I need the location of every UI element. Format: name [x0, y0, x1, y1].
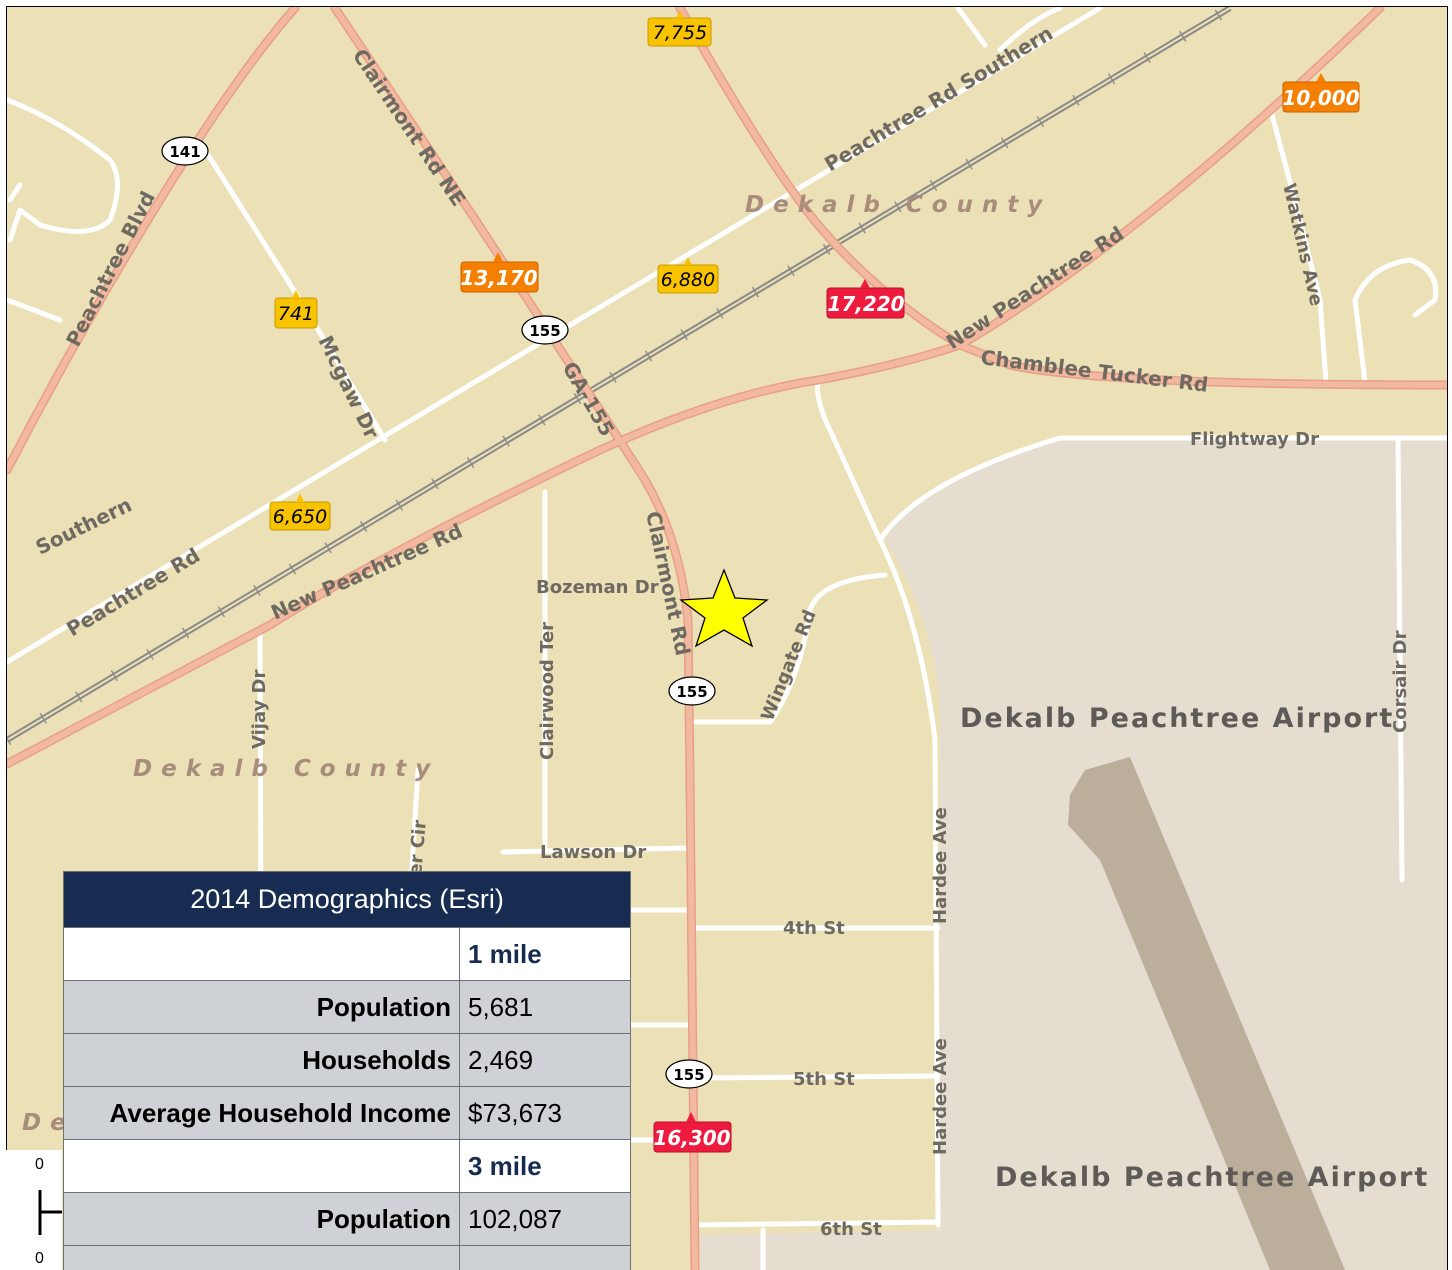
scale-label: 0 — [35, 1156, 44, 1173]
traffic-count-value: 6,650 — [273, 506, 327, 528]
table-row: Households 2,469 — [63, 1033, 631, 1087]
shield-number: 155 — [673, 1066, 704, 1084]
table-row: Average Household Income $73,673 — [63, 1086, 631, 1140]
traffic-count-value: 17,220 — [827, 292, 904, 316]
row-value — [459, 1245, 631, 1270]
road-label: Bozeman Dr — [536, 577, 659, 598]
road-label: Clairwood Ter — [537, 622, 558, 760]
traffic-count-16300: 16,300 — [653, 1112, 732, 1153]
traffic-count-17220: 17,220 — [826, 279, 905, 319]
railroad — [7, 7, 1234, 746]
table-row — [63, 1245, 631, 1270]
row-label: Households — [63, 1033, 460, 1087]
road-label: 6th St — [820, 1219, 882, 1240]
road-label: Vijay Dr — [249, 670, 270, 749]
row-label: Population — [63, 980, 460, 1034]
county-label: De — [22, 1110, 75, 1136]
road-label: 5th St — [793, 1069, 855, 1090]
county-label: Dekalb County — [133, 756, 439, 782]
site-location-star-icon[interactable] — [679, 568, 769, 648]
radius-header: 1 mile — [459, 927, 631, 981]
radius-header: 3 mile — [459, 1139, 631, 1193]
demographics-title: 2014 Demographics (Esri) — [63, 871, 631, 928]
traffic-count-value: 6,880 — [661, 269, 715, 291]
row-value: 2,469 — [459, 1033, 631, 1087]
airport-label: Dekalb Peachtree Airport — [960, 703, 1394, 734]
row-value: 102,087 — [459, 1192, 631, 1246]
scale-bar-icon — [38, 1190, 62, 1235]
row-label — [63, 1139, 460, 1193]
route-shield-155: 155 — [521, 315, 569, 345]
road-label: Lawson Dr — [540, 842, 646, 863]
traffic-count-value: 10,000 — [1282, 86, 1359, 110]
table-row: 1 mile — [63, 927, 631, 981]
row-label: Population — [63, 1192, 460, 1246]
road-label: 4th St — [783, 918, 845, 939]
traffic-count-value: 13,170 — [460, 266, 537, 290]
scale-bar: 0 0 — [0, 1150, 62, 1270]
major-roads — [7, 7, 1447, 1270]
shield-number: 155 — [529, 322, 560, 340]
traffic-count-6880: 6,880 — [657, 257, 719, 294]
table-row: Population 102,087 — [63, 1192, 631, 1246]
runway — [1068, 757, 1345, 1270]
row-label — [63, 927, 460, 981]
route-shield-155: 155 — [668, 676, 716, 706]
traffic-count-value: 7,755 — [653, 22, 707, 44]
traffic-count-value: 741 — [278, 303, 314, 325]
shield-number: 141 — [169, 143, 200, 161]
minor-roads — [7, 7, 1447, 1270]
row-value: 5,681 — [459, 980, 631, 1034]
traffic-count-10000: 10,000 — [1282, 73, 1360, 113]
airport-label: Dekalb Peachtree Airport — [995, 1162, 1429, 1193]
road-label: Flightway Dr — [1190, 429, 1319, 450]
road-label: Hardee Ave — [930, 1038, 951, 1155]
row-value: $73,673 — [459, 1086, 631, 1140]
county-label: Dekalb County — [745, 192, 1051, 218]
route-shield-141: 141 — [161, 136, 209, 166]
route-shield-155: 155 — [665, 1059, 713, 1089]
traffic-count-13170: 13,170 — [460, 252, 539, 293]
traffic-count-value: 16,300 — [653, 1126, 730, 1150]
traffic-count-6650: 6,650 — [269, 493, 331, 531]
traffic-count-741: 741 — [274, 290, 318, 329]
airport-area — [700, 438, 1447, 1270]
road-label: Hardee Ave — [930, 807, 951, 924]
traffic-count-7755: 7,755 — [647, 11, 712, 47]
shield-number: 155 — [676, 683, 707, 701]
road-label: er Cir — [405, 819, 431, 876]
table-row: Population 5,681 — [63, 980, 631, 1034]
scale-label: 0 — [35, 1250, 44, 1267]
table-row: 3 mile — [63, 1139, 631, 1193]
demographics-table: 2014 Demographics (Esri) 1 mile Populati… — [63, 871, 631, 1270]
row-label — [63, 1245, 460, 1270]
row-label: Average Household Income — [63, 1086, 460, 1140]
road-label: Corsair Dr — [1390, 630, 1411, 733]
